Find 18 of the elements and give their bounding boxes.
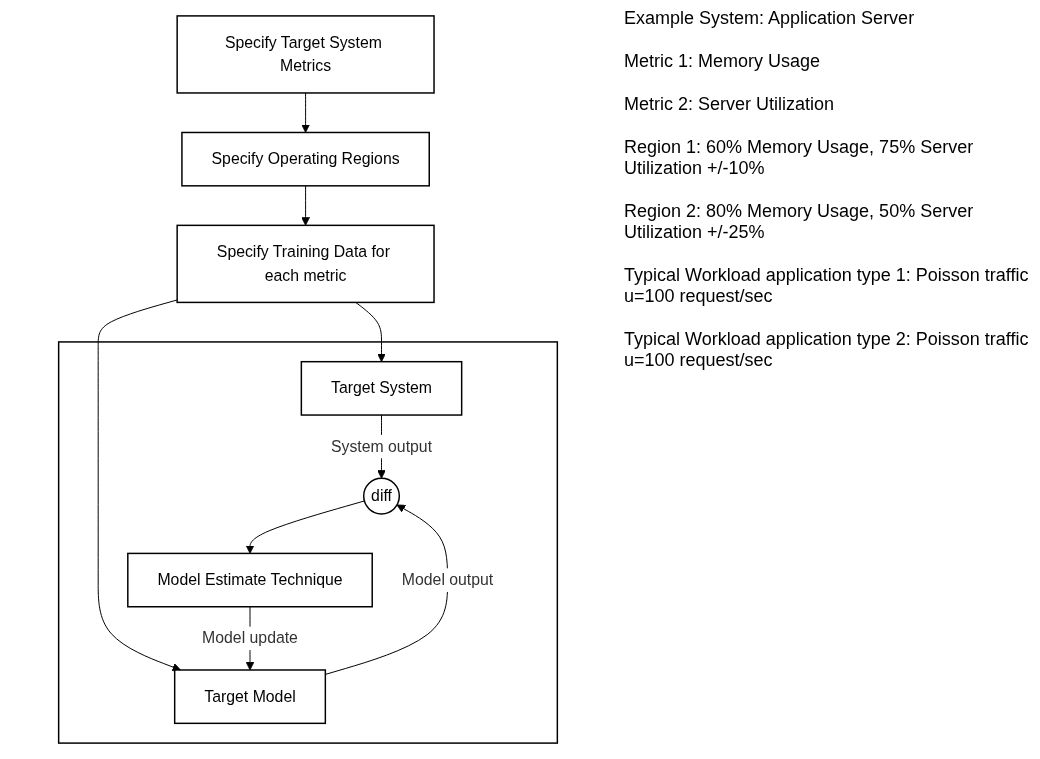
edge-label: System output xyxy=(330,437,433,455)
note-text: Region 2: 80% Memory Usage, 50% Server Utilization +/-25% xyxy=(624,201,975,243)
note-text: Example System: Application Server xyxy=(624,8,916,29)
note-text: Typical Workload application type 1: Poisson traffic u=100 request/sec xyxy=(624,265,1030,307)
note-text: Metric 2: Server Utilization xyxy=(624,94,836,115)
cluster xyxy=(57,341,559,744)
edge-label: Model output xyxy=(401,571,494,588)
note-text: Typical Workload application type 2: Poisson traffic u=100 request/sec xyxy=(624,329,1030,371)
note-text: Metric 1: Memory Usage xyxy=(624,51,822,72)
node-circle: diff xyxy=(362,477,401,515)
node-box: Specify Training Data for each metric xyxy=(176,224,435,304)
node-box: Specify Target System Metrics xyxy=(176,15,435,94)
note-text: Region 1: 60% Memory Usage, 75% Server Utilization +/-10% xyxy=(624,137,975,179)
node-box: Model Estimate Technique xyxy=(127,552,373,608)
node-box: Specify Operating Regions xyxy=(181,131,430,187)
edge-label: Model update xyxy=(202,629,298,647)
node-box: Target System xyxy=(300,360,463,416)
node-box: Target Model xyxy=(173,669,327,725)
